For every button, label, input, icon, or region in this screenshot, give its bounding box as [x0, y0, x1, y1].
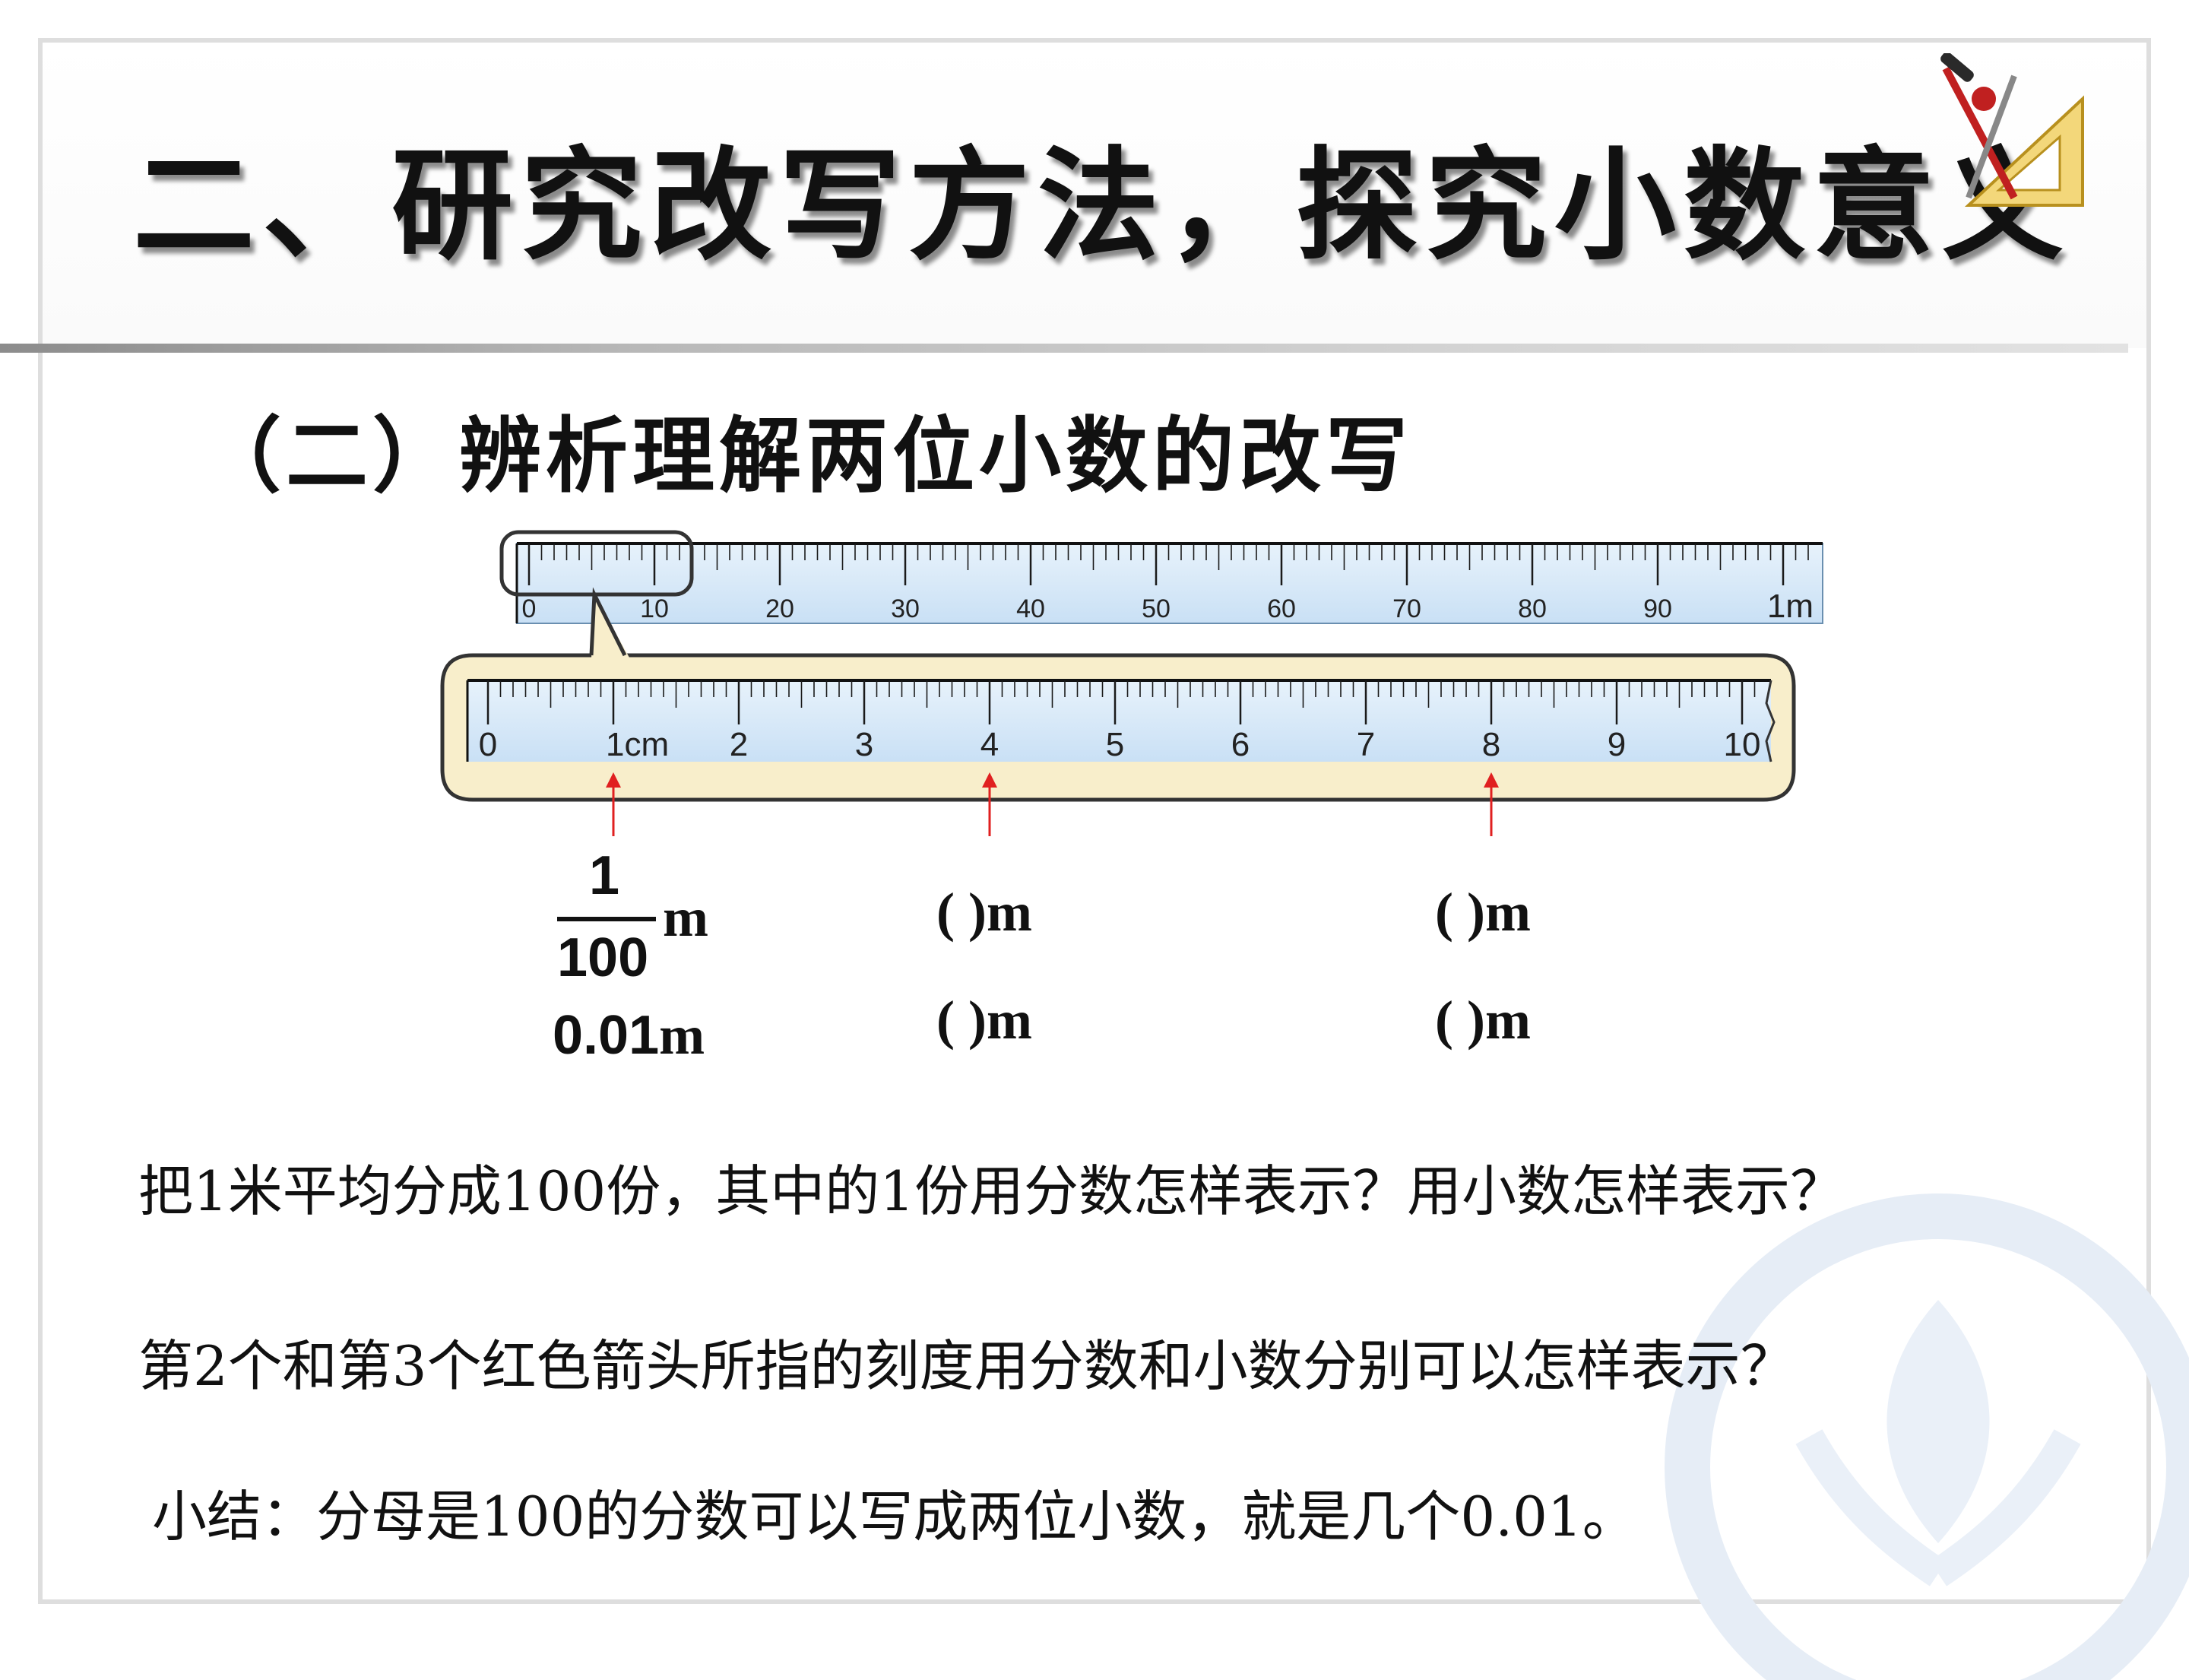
meter-ruler-label: 10 — [640, 594, 669, 623]
fraction-unit: m — [663, 887, 708, 948]
question-2: 第2个和第3个红色箭头所指的刻度用分数和小数分别可以怎样表示？ — [138, 1334, 1795, 1398]
decimal-value: 0.01 — [553, 1005, 660, 1066]
fraction-bar — [557, 917, 656, 921]
meter-ruler-label: 30 — [891, 594, 920, 623]
red-arrows — [606, 772, 1499, 836]
cm-ruler-label: 9 — [1608, 726, 1626, 763]
meter-ruler-label: 80 — [1518, 594, 1547, 623]
meter-ruler-end-label: 1m — [1767, 588, 1814, 625]
decimal-answer: 0.01m — [553, 1003, 705, 1067]
fraction-denominator: 100 — [557, 927, 649, 988]
cm-ruler-label: 3 — [855, 726, 873, 763]
title-band — [43, 43, 2146, 348]
zoom-callout: 0 1cm 2 3 4 5 6 7 8 9 10 — [440, 587, 1796, 802]
red-arrow-head — [982, 772, 997, 788]
zoom-pointer-outline — [589, 587, 627, 657]
meter-ruler-label: 70 — [1392, 594, 1421, 623]
section-subtitle: （二）辨析理解两位小数的改写 — [199, 408, 1413, 504]
cm-ruler-label: 8 — [1482, 726, 1500, 763]
blank-decimal-arrow-3: ( )m — [1435, 990, 1531, 1051]
meter-ruler-label: 50 — [1142, 594, 1171, 623]
cm-ruler-label: 5 — [1106, 726, 1124, 763]
title-divider — [0, 344, 2128, 353]
meter-ruler-label: 60 — [1267, 594, 1296, 623]
meter-ruler: 0 10 20 30 40 50 60 70 80 90 1m — [499, 530, 1823, 625]
zoom-highlight-box — [499, 530, 694, 597]
cm-ruler-label: 2 — [730, 726, 748, 763]
slide-title: 二、研究改写方法，探究小数意义 — [133, 134, 2072, 277]
blank-fraction-arrow-3: ( )m — [1435, 882, 1531, 943]
red-arrow-head — [606, 772, 621, 788]
cm-ruler-label: 10 — [1724, 726, 1761, 763]
cm-ruler-label: 4 — [980, 726, 999, 763]
cm-ruler-label: 0 — [479, 726, 497, 763]
ruler-figure: 0 10 20 30 40 50 60 70 80 90 1m 0 1cm 2 3 4 5 6 7 8 9 10 — [440, 530, 1823, 836]
cm-ruler-label: 6 — [1231, 726, 1250, 763]
meter-ruler-label: 0 — [522, 594, 537, 623]
cm-ruler-label: 1cm — [606, 726, 669, 763]
watermark-logo — [1665, 1193, 2189, 1680]
meter-ruler-label: 40 — [1016, 594, 1045, 623]
red-arrow-head — [1484, 772, 1499, 788]
summary: 小结：分母是100的分数可以写成两位小数，就是几个0.01。 — [152, 1485, 1637, 1548]
fraction-numerator: 1 — [589, 845, 620, 906]
meter-ruler-label: 20 — [765, 594, 794, 623]
blank-fraction-arrow-2: ( )m — [936, 882, 1032, 943]
decimal-unit: m — [659, 1005, 705, 1066]
question-1: 把1米平均分成100份，其中的1份用分数怎样表示？用小数怎样表示？ — [138, 1159, 1845, 1223]
meter-ruler-label: 90 — [1643, 594, 1672, 623]
blank-decimal-arrow-2: ( )m — [936, 990, 1032, 1051]
meter-ruler-body — [516, 543, 1823, 624]
cm-ruler-torn-edge — [1765, 680, 1776, 762]
drawing-tools-icon — [1940, 53, 2084, 207]
cm-ruler-label: 7 — [1357, 726, 1375, 763]
